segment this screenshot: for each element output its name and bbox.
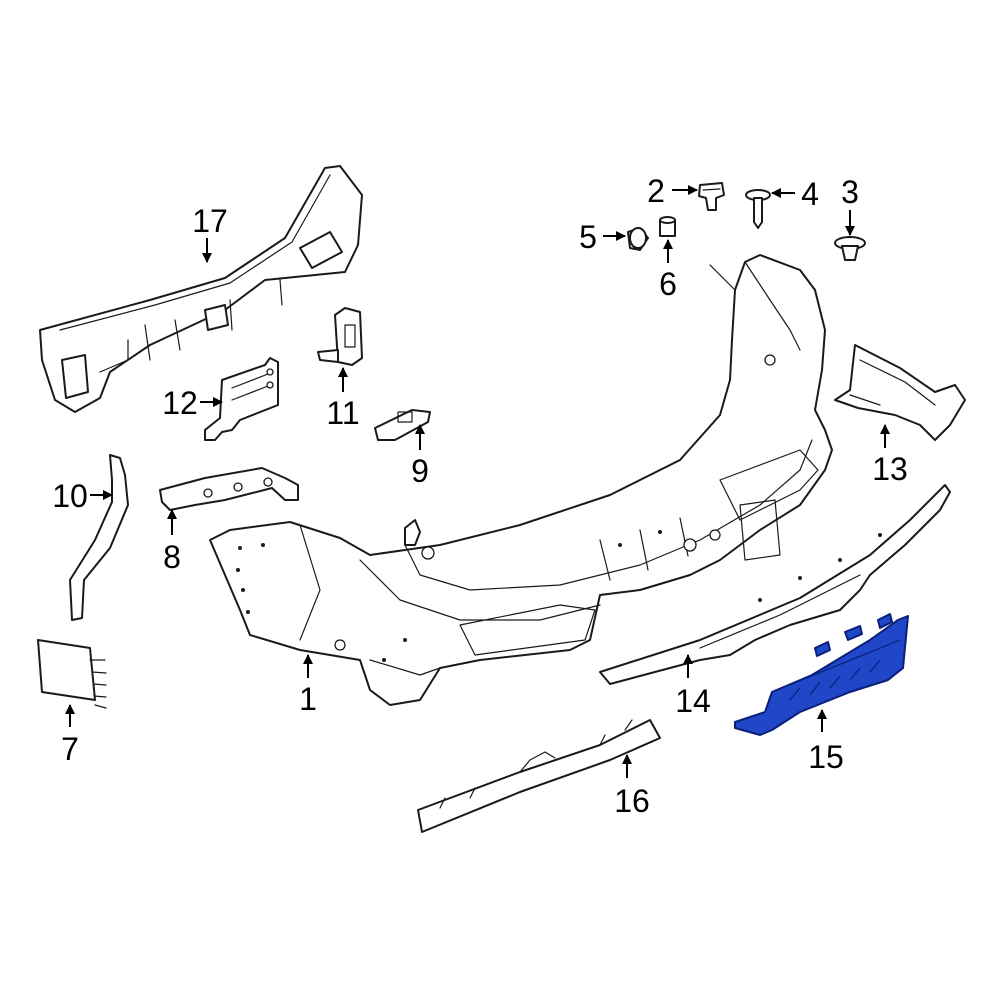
part-10-guide-strip[interactable] [69, 454, 129, 621]
part-4-screw[interactable] [745, 189, 771, 229]
callout-5: 5 [579, 219, 597, 255]
part-1-bumper-cover[interactable] [209, 254, 833, 706]
callout-3: 3 [841, 174, 859, 210]
callout-16: 16 [614, 783, 650, 819]
part-11-bracket[interactable] [317, 307, 363, 366]
callout-13: 13 [872, 451, 908, 487]
part-17-reinforcement[interactable] [39, 165, 363, 413]
part-16-trim-strip[interactable] [417, 719, 661, 833]
callout-15: 15 [808, 739, 844, 775]
part-3-push-clip[interactable] [834, 236, 866, 261]
part-9-sensor-bracket[interactable] [374, 409, 431, 441]
part-13-side-bracket[interactable] [834, 344, 966, 441]
callout-8: 8 [163, 539, 181, 575]
part-8-side-bracket[interactable] [159, 467, 299, 511]
callout-2: 2 [647, 173, 665, 209]
callout-11: 11 [326, 395, 359, 431]
callout-6: 6 [659, 266, 677, 302]
callout-7: 7 [61, 731, 79, 767]
callout-12: 12 [162, 385, 198, 421]
callout-4: 4 [801, 176, 819, 212]
callout-labels: 1 2 3 4 5 6 7 8 9 10 11 12 13 14 15 16 1… [52, 173, 908, 819]
callout-9: 9 [411, 453, 429, 489]
part-6-nut[interactable] [659, 216, 676, 237]
part-7-reflector-cover[interactable] [37, 639, 107, 709]
callout-10: 10 [52, 478, 88, 514]
callout-14: 14 [675, 683, 711, 719]
part-12-bracket[interactable] [204, 357, 279, 441]
part-15-diffuser[interactable] [734, 613, 909, 736]
leader-lines [65, 185, 890, 778]
part-14-lower-trim[interactable] [599, 484, 951, 685]
callout-17: 17 [192, 203, 228, 239]
part-2-clip[interactable] [698, 182, 725, 211]
callout-1: 1 [299, 681, 317, 717]
part-5-grommet[interactable] [627, 227, 649, 251]
